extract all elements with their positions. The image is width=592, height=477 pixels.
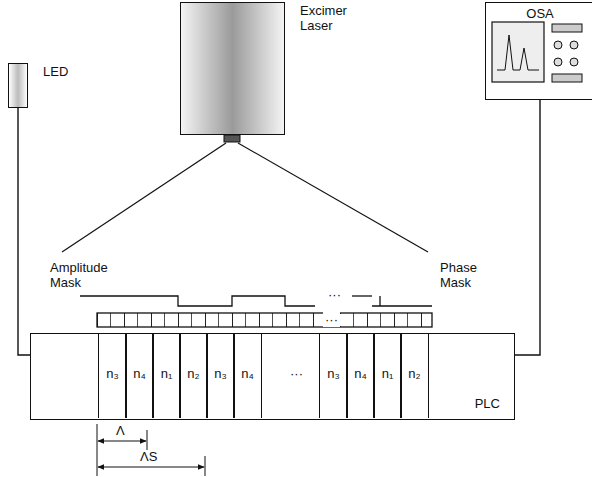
mask-label: Phase Mask [440, 260, 488, 290]
ellipsis: ··· [290, 366, 303, 381]
dimension-tick [97, 424, 98, 476]
amplitude-mask [352, 295, 372, 296]
refractive-index: n₄ [126, 366, 153, 381]
refractive-index: n₃ [320, 366, 347, 381]
optical-fiber [18, 108, 30, 355]
optical-fiber [515, 100, 540, 355]
led-source: LED [8, 63, 28, 108]
part-label: OSA [486, 6, 592, 21]
index-segment: n₂ [179, 334, 208, 418]
osa-instrument: OSA [485, 2, 592, 100]
beam-line [238, 143, 428, 252]
amplitude-mask [80, 296, 432, 306]
index-segment: n₃ [319, 334, 348, 418]
index-segment: n₃ [98, 334, 127, 418]
part-label: Excimer Laser [300, 3, 362, 33]
osa-knob [554, 58, 562, 66]
part-label: PLC [475, 396, 500, 411]
osa-knob [570, 58, 578, 66]
phase-mask [97, 313, 432, 327]
osa-knob [554, 41, 562, 49]
index-segment: n₄ [125, 334, 154, 418]
refractive-index: n₁ [374, 366, 401, 381]
osa-screen [492, 22, 544, 82]
dimension-tick [147, 430, 148, 450]
refractive-index: n₂ [401, 366, 428, 381]
refractive-index: n₂ [180, 366, 207, 381]
refractive-index: n₄ [347, 366, 374, 381]
index-segment: n₃ [206, 334, 235, 418]
index-segment: n₁ [152, 334, 181, 418]
refractive-index: n₃ [99, 366, 126, 381]
index-segment: n₁ [373, 334, 402, 418]
beam-line [62, 143, 226, 252]
plc-chip: PLCn₃n₄n₁n₂n₃n₄n₃n₄n₁n₂ [30, 333, 515, 420]
index-segment: n₄ [346, 334, 375, 418]
period-symbol: Λ [116, 423, 125, 438]
laser-nozzle [224, 135, 240, 142]
osa-trace [497, 35, 539, 70]
refractive-index: n₃ [207, 366, 234, 381]
part-label: LED [43, 64, 68, 79]
ellipsis: ··· [326, 287, 343, 302]
osa-panel [552, 74, 582, 82]
index-segment: n₂ [400, 334, 429, 418]
osa-knob [570, 41, 578, 49]
dimension-line [98, 441, 146, 442]
dimension-line [98, 467, 204, 468]
mask-label: Amplitude Mask [50, 260, 122, 290]
index-segment: n₄ [233, 334, 262, 418]
ellipsis: ··· [323, 312, 340, 327]
refractive-index: n₄ [234, 366, 261, 381]
superperiod-symbol: ΛS [140, 449, 157, 464]
refractive-index: n₁ [153, 366, 180, 381]
excimer-laser: Excimer Laser [180, 2, 285, 135]
osa-panel [552, 24, 582, 32]
dimension-tick [205, 456, 206, 476]
